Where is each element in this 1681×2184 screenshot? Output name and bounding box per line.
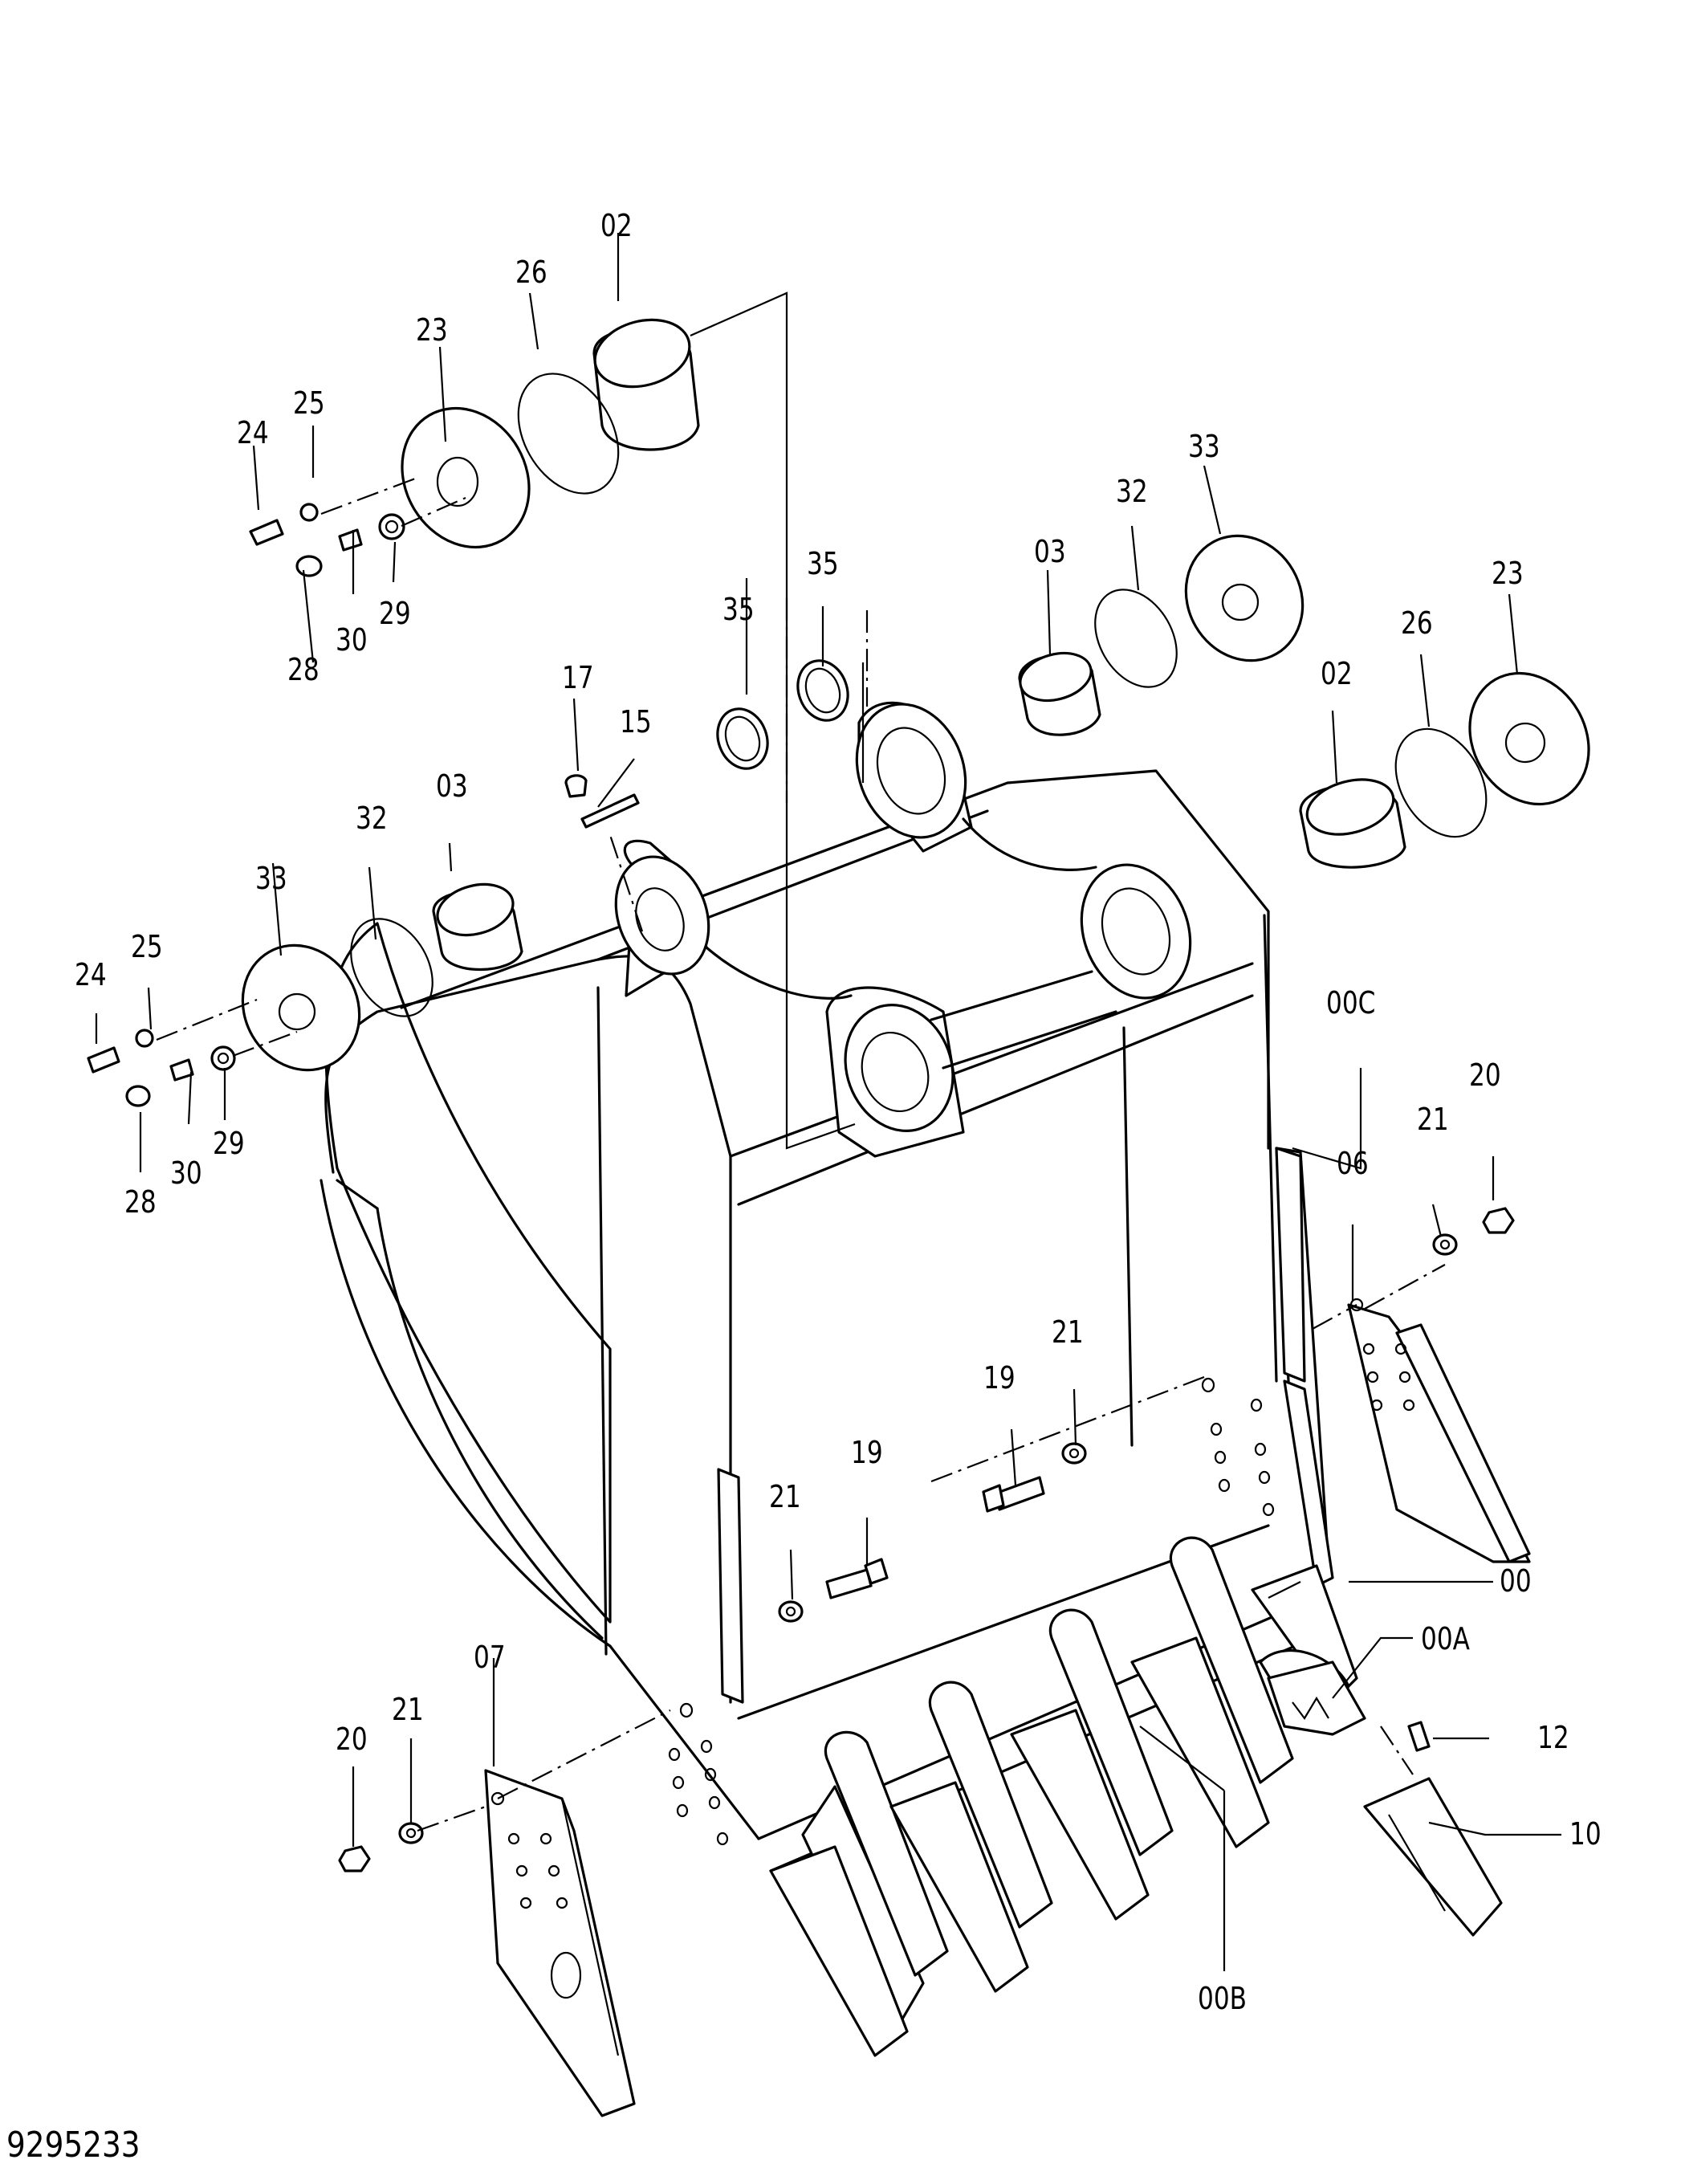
side-cutter-07 <box>484 1769 636 2117</box>
callout-15: 15 <box>620 704 652 740</box>
upper-right-pin-assembly <box>716 534 1590 869</box>
pin-12 <box>1407 1721 1431 1752</box>
callout-02-upper-left: 02 <box>600 208 633 243</box>
left-middle-pin-assembly <box>87 882 523 1107</box>
callout-00B: 00B <box>1198 1981 1248 2016</box>
bucket-bosses <box>614 701 1192 1158</box>
callout-03-upper-right: 03 <box>1034 534 1066 569</box>
drawing-number: 9295233 <box>6 2125 140 2166</box>
callout-28-left: 28 <box>124 1184 157 1220</box>
callout-00C: 00C <box>1326 985 1376 1021</box>
callout-21-center: 21 <box>1052 1314 1084 1350</box>
leader-lines <box>95 233 1561 1971</box>
callout-30-left: 30 <box>170 1155 202 1191</box>
callout-23-upper-left: 23 <box>416 312 448 348</box>
callout-19-left: 19 <box>851 1435 883 1470</box>
callout-25-left: 25 <box>131 929 163 964</box>
adapter-00A <box>1267 1660 1366 1736</box>
callout-21-left: 21 <box>769 1479 801 1514</box>
callout-03-left: 03 <box>436 768 468 804</box>
callout-07: 07 <box>474 1640 506 1675</box>
callout-28-upper-left: 28 <box>287 652 320 687</box>
callout-29-upper-left: 29 <box>379 596 411 631</box>
callout-33-upper-right: 33 <box>1188 429 1220 464</box>
callout-20-right: 20 <box>1469 1057 1501 1093</box>
callout-21-right: 21 <box>1417 1102 1449 1137</box>
callout-35-front: 35 <box>722 592 755 627</box>
callout-32-left: 32 <box>356 801 388 836</box>
dashed-centerlines <box>417 598 1446 1832</box>
callout-29-left: 29 <box>213 1126 245 1161</box>
callout-24-upper-left: 24 <box>237 415 269 450</box>
side-cutter-06 <box>1347 1298 1531 1563</box>
callout-32-upper-right: 32 <box>1116 474 1148 509</box>
callout-26-upper-left: 26 <box>515 255 547 290</box>
tooth-10 <box>1363 1777 1503 1937</box>
callout-19-center: 19 <box>983 1360 1016 1396</box>
bucket-teeth-00B <box>769 1536 1358 2057</box>
callout-23-upper-right: 23 <box>1492 556 1524 591</box>
callout-30-upper-left: 30 <box>336 622 368 658</box>
callout-21-lower-left: 21 <box>392 1692 424 1727</box>
upper-left-pin-assembly <box>249 318 700 577</box>
callout-06: 06 <box>1337 1146 1369 1181</box>
bolts-and-washers <box>338 774 1515 1872</box>
callout-25-upper-left: 25 <box>293 385 325 421</box>
callout-00A: 00A <box>1421 1621 1470 1656</box>
callout-10: 10 <box>1569 1816 1602 1852</box>
callout-33-left: 33 <box>255 861 287 896</box>
callout-20-lower-left: 20 <box>336 1722 368 1757</box>
callout-00: 00 <box>1500 1563 1532 1599</box>
callout-26-upper-right: 26 <box>1401 605 1433 641</box>
callout-24-left: 24 <box>75 957 107 992</box>
callout-02-upper-right: 02 <box>1321 656 1353 691</box>
callout-35-back: 35 <box>807 546 839 581</box>
callout-17: 17 <box>562 660 594 695</box>
callout-12: 12 <box>1537 1720 1569 1755</box>
